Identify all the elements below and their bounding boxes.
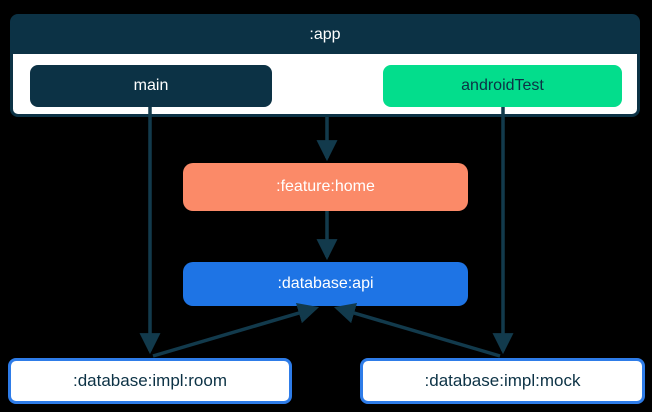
edge-database-impl-room-to-database-api-arrow — [152, 302, 320, 358]
node-app-header: :app — [12, 16, 638, 54]
node-androidtest-source-set: androidTest — [383, 65, 622, 107]
node-feature-home-label: :feature:home — [276, 178, 375, 195]
node-main-label: main — [133, 77, 169, 94]
node-database-api: :database:api — [183, 262, 468, 306]
edge-database-impl-mock-to-database-api-arrow — [333, 302, 501, 358]
node-main-source-set: main — [30, 65, 272, 107]
node-database-impl-mock: :database:impl:mock — [360, 358, 645, 404]
node-database-impl-mock-label: :database:impl:mock — [424, 371, 581, 390]
node-database-api-label: :database:api — [277, 275, 374, 292]
node-androidtest-label: androidTest — [461, 77, 544, 94]
node-database-impl-room: :database:impl:room — [8, 358, 292, 404]
node-app-label: :app — [309, 26, 341, 43]
node-feature-home: :feature:home — [183, 163, 468, 211]
node-database-impl-room-label: :database:impl:room — [72, 371, 228, 390]
